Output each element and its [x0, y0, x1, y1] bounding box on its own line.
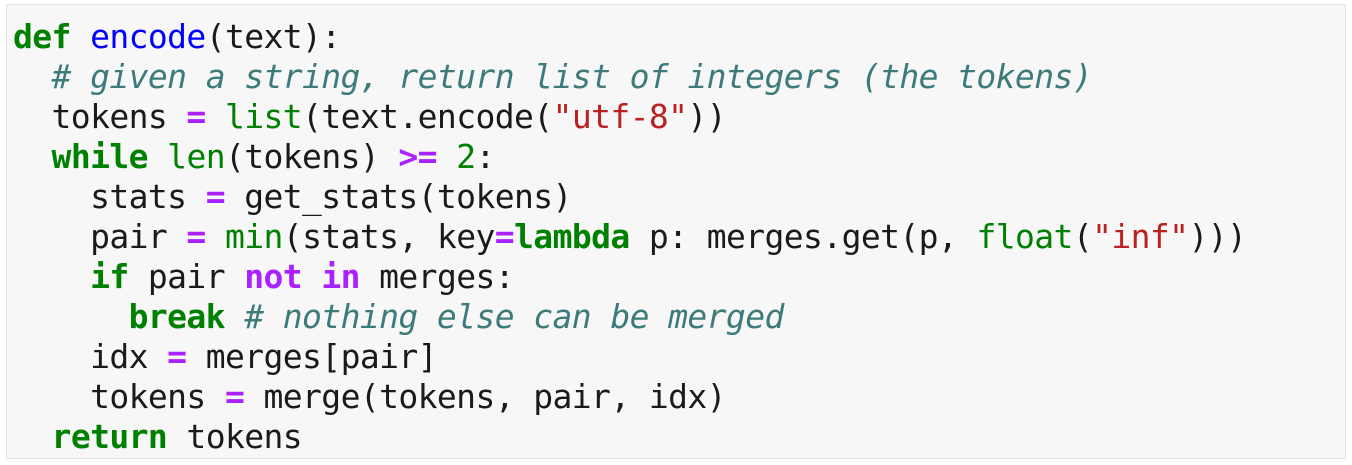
code-token [206, 217, 225, 256]
code-token [13, 137, 52, 176]
code-token: get_stats(tokens) [224, 177, 572, 216]
code-token: while [51, 137, 149, 176]
code-token: (text): [205, 17, 341, 56]
code-token: = [224, 377, 245, 416]
code-token: in [321, 257, 360, 296]
code-line: while len(tokens) >= 2: [13, 137, 1246, 177]
code-token: p: merges.get(p, [629, 217, 977, 256]
code-token: merge(tokens, pair, idx) [244, 377, 727, 416]
code-token: float [976, 217, 1073, 256]
code-token: pair [13, 217, 187, 256]
code-token: )) [687, 97, 726, 136]
code-token: >= [398, 137, 437, 176]
code-token: idx [13, 337, 168, 376]
code-token [13, 297, 129, 336]
code-token: merges[pair] [186, 337, 438, 376]
code-token: min [224, 217, 283, 256]
code-line: tokens = list(text.encode("utf-8")) [13, 97, 1246, 137]
code-token: : [475, 137, 496, 176]
code-line: idx = merges[pair] [13, 337, 1246, 377]
code-token: return [51, 417, 168, 456]
code-line: stats = get_stats(tokens) [13, 177, 1246, 217]
code-token: (stats, key [282, 217, 496, 256]
code-token: break [128, 297, 226, 336]
code-token [302, 257, 321, 296]
code-token [225, 297, 244, 336]
code-token [206, 97, 225, 136]
code-token: = [167, 337, 187, 376]
code-line: break # nothing else can be merged [13, 297, 1246, 337]
code-token: lambda [514, 217, 630, 256]
code-token: if [90, 257, 129, 296]
code-token [437, 137, 456, 176]
code-token [13, 417, 52, 456]
code-token: stats [13, 177, 206, 216]
code-token: list [224, 97, 303, 136]
code-token: len [167, 137, 225, 176]
code-token: not [244, 257, 303, 296]
code-line: if pair not in merges: [13, 257, 1246, 297]
code-token: = [494, 217, 515, 256]
code-token: 2 [456, 137, 476, 176]
code-token [13, 57, 52, 96]
code-line: # given a string, return list of integer… [13, 57, 1246, 97]
code-token: tokens [13, 377, 225, 416]
code-token: encode [90, 17, 206, 56]
code-token: = [205, 177, 226, 216]
code-token: = [186, 97, 206, 136]
code-token: def [13, 17, 71, 56]
code-line: def encode(text): [13, 17, 1246, 57]
code-token: pair [128, 257, 245, 296]
code-cell[interactable]: def encode(text): # given a string, retu… [6, 4, 1346, 459]
code-token: ( [1072, 217, 1093, 256]
code-token: tokens [13, 97, 187, 136]
code-token: (tokens) [224, 137, 399, 176]
code-line: return tokens [13, 417, 1246, 457]
code-token: (text.encode( [302, 97, 553, 136]
code-token [71, 17, 90, 56]
code-editor[interactable]: def encode(text): # given a string, retu… [13, 17, 1247, 457]
code-line: pair = min(stats, key=lambda p: merges.g… [13, 217, 1247, 257]
code-token [148, 137, 167, 176]
code-line: tokens = merge(tokens, pair, idx) [13, 377, 1246, 417]
code-token [13, 257, 90, 296]
code-token: # given a string, return list of integer… [51, 57, 1093, 96]
code-token: "utf-8" [552, 97, 688, 136]
code-token: tokens [167, 417, 303, 456]
code-token: ))) [1188, 217, 1247, 256]
code-token: "inf" [1092, 217, 1189, 256]
code-token: merges: [359, 257, 515, 296]
code-token: = [186, 217, 206, 256]
code-token: # nothing else can be merged [244, 297, 784, 336]
